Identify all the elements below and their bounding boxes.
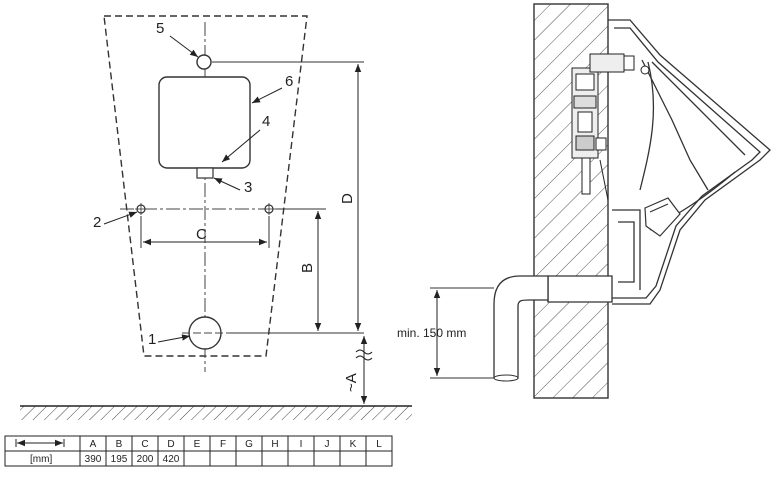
floor-hatch xyxy=(20,406,412,420)
urinal-body xyxy=(608,19,771,305)
tank-outlet xyxy=(196,167,214,179)
table-header-b: B xyxy=(116,439,123,450)
svg-text:1: 1 xyxy=(148,331,156,348)
fixing-hole-left xyxy=(135,203,147,215)
dim-label-c: C xyxy=(196,226,207,243)
table-value-d: 420 xyxy=(163,454,180,465)
table-header-h: H xyxy=(271,439,278,450)
table-value-b: 195 xyxy=(111,454,128,465)
flush-tank xyxy=(158,76,251,169)
ruler-icon xyxy=(15,439,65,447)
table-header-a: A xyxy=(90,439,97,450)
svg-text:4: 4 xyxy=(262,113,270,130)
drain-pipe xyxy=(493,275,613,379)
water-inlet xyxy=(196,54,212,70)
dim-label-d: D xyxy=(339,193,356,204)
svg-text:5: 5 xyxy=(156,20,164,37)
dim-label-min: min. 150 mm xyxy=(397,326,466,340)
table-header-e: E xyxy=(194,439,201,450)
flush-valve xyxy=(571,53,650,201)
table-header-f: F xyxy=(220,439,226,450)
callout-6: 6 xyxy=(251,73,293,104)
table-header-g: G xyxy=(245,439,253,450)
table-header-k: K xyxy=(350,439,357,450)
side-view: min. 150 mm xyxy=(397,3,771,399)
table-header-l: L xyxy=(376,439,382,450)
dimension-table: A 390 B 195 C 200 D 420 E F G H I J K L [mm] xyxy=(4,435,393,467)
svg-text:6: 6 xyxy=(285,73,293,90)
table-header-j: J xyxy=(325,439,330,450)
dim-label-a: ~A xyxy=(343,373,360,392)
siphon-block xyxy=(644,197,681,237)
fixing-hole-right xyxy=(263,203,275,215)
callout-3: 3 xyxy=(213,177,252,196)
callout-1: 1 xyxy=(148,331,191,348)
svg-text:2: 2 xyxy=(93,214,101,231)
pipe-cut xyxy=(493,374,519,382)
table-unit: [mm] xyxy=(30,454,52,465)
callout-5: 5 xyxy=(156,20,199,58)
table-value-c: 200 xyxy=(137,454,154,465)
dim-label-b: B xyxy=(299,263,316,273)
table-header-i: I xyxy=(300,439,303,450)
callout-2: 2 xyxy=(93,211,138,231)
table-value-a: 390 xyxy=(85,454,102,465)
svg-text:3: 3 xyxy=(244,179,252,196)
table-header-d: D xyxy=(167,439,174,450)
urinal-outline xyxy=(103,15,308,357)
callout-4: 4 xyxy=(221,113,270,163)
table-header-c: C xyxy=(141,439,148,450)
front-view: C B D ~A 5 6 4 3 2 xyxy=(20,15,412,420)
